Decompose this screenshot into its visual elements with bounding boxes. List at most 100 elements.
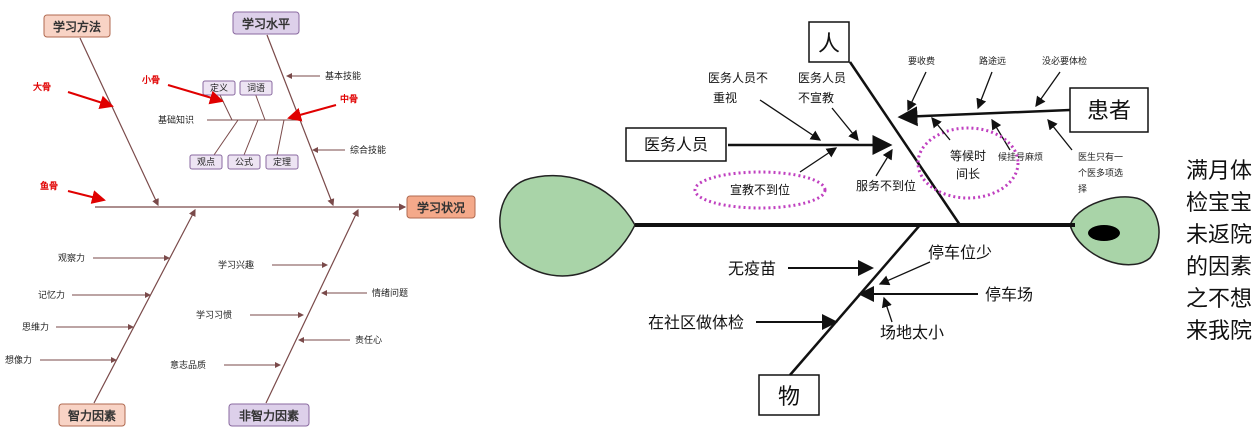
checkup-fishbone-diagram: 人 患者 医务人员 物 医务人员不 重视 医务人员 不宣教 服务不到位 宣教不到… <box>480 0 1252 430</box>
learning-fishbone-svg: 学习状况 学习方法 学习水平 智力因素 非智力因素 基本技能 综合技能 基础知识… <box>5 11 476 427</box>
annotation-arrow-small <box>167 84 224 105</box>
category-box-staff <box>625 127 727 162</box>
bone-method <box>79 37 159 207</box>
cause-combined-skill: 综合技能 <box>350 144 386 156</box>
cause-doctor-3: 择 <box>1078 183 1087 195</box>
title-line-5: 之不想 <box>1186 287 1252 312</box>
category-box-people <box>808 21 850 63</box>
category-intellect-label: 智力因素 <box>67 408 116 423</box>
cause-waiting-2: 间长 <box>956 167 980 181</box>
cause-emotion: 情绪问题 <box>372 287 408 299</box>
fish-tail <box>499 174 636 277</box>
cause-imagination: 想像力 <box>5 354 32 366</box>
bone-intellect <box>93 208 196 404</box>
cause-staff-no-edu-1: 医务人员 <box>798 70 846 85</box>
bone-nonintellect <box>265 208 359 404</box>
cause-basic-skill: 基本技能 <box>325 70 361 82</box>
cause-habit: 学习习惯 <box>196 309 232 321</box>
knowledge-label: 基础知识 <box>158 114 194 126</box>
annotation-small-bone: 小骨 <box>141 74 160 86</box>
title-line-2: 检宝宝 <box>1186 191 1252 216</box>
cause-staff-no-edu-2: 不宣教 <box>798 90 834 105</box>
cause-waiting-1: 等候时 <box>950 149 986 163</box>
knowledge-connector-formula <box>243 119 259 156</box>
knowledge-box-theorem <box>265 154 299 170</box>
knowledge-connector-define <box>218 92 233 121</box>
dotted-oval-edu <box>693 170 827 210</box>
cause-line-fee <box>907 71 927 112</box>
annotation-middle-bone: 中骨 <box>340 93 358 105</box>
cause-parking: 停车场 <box>985 285 1033 304</box>
cause-community: 在社区做体检 <box>648 313 744 332</box>
bone-patient <box>897 106 1071 127</box>
cause-fee: 要收费 <box>908 55 935 67</box>
cause-distance: 路途远 <box>979 55 1006 67</box>
title-line-6: 来我院 <box>1186 319 1252 344</box>
cause-staff-not-value-1: 医务人员不 <box>708 70 768 85</box>
knowledge-define: 定义 <box>210 82 228 94</box>
annotation-fish-bone: 鱼骨 <box>40 180 58 192</box>
cause-line-staff-no-edu <box>831 107 859 142</box>
category-box-intellect <box>58 403 126 427</box>
annotation-arrow-middle <box>287 104 337 122</box>
knowledge-box-formula <box>227 154 261 170</box>
knowledge-connector-word <box>254 92 266 121</box>
cause-no-vaccine: 无疫苗 <box>728 259 776 278</box>
dotted-oval-waiting <box>916 126 1020 200</box>
knowledge-view: 观点 <box>197 157 215 168</box>
category-patient: 患者 <box>1087 99 1131 124</box>
category-method-label: 学习方法 <box>53 19 101 34</box>
head-label: 学习状况 <box>417 200 465 215</box>
fish-eye <box>1088 225 1120 241</box>
cause-line-staff-not-value <box>759 99 822 141</box>
category-nonintellect-label: 非智力因素 <box>239 408 299 423</box>
knowledge-theorem: 定理 <box>273 156 291 168</box>
cause-line-service <box>875 148 893 177</box>
knowledge-word: 词语 <box>247 83 265 94</box>
cause-register: 候挂号麻烦 <box>998 151 1043 163</box>
cause-service: 服务不到位 <box>856 178 916 193</box>
bone-things <box>789 224 921 376</box>
cause-unnecessary: 没必要体检 <box>1042 55 1087 67</box>
knowledge-box-view <box>189 154 223 170</box>
category-box-nonintellect <box>228 403 310 427</box>
knowledge-box-word <box>239 80 273 96</box>
category-box-level <box>232 11 300 35</box>
cause-doctor-2: 个医多项选 <box>1078 167 1123 179</box>
cause-memory: 记忆力 <box>38 289 65 301</box>
knowledge-formula: 公式 <box>235 156 253 168</box>
category-people: 人 <box>818 32 840 57</box>
cause-interest: 学习兴趣 <box>218 259 254 271</box>
cause-line-unnecessary <box>1035 71 1061 108</box>
knowledge-connector-view <box>213 119 239 156</box>
cause-small-site: 场地太小 <box>880 323 944 342</box>
cause-line-small-site <box>881 296 893 323</box>
annotation-big-bone: 大骨 <box>33 81 51 93</box>
cause-line-edu <box>799 147 838 173</box>
cause-responsibility: 责任心 <box>355 334 382 346</box>
title-line-1: 满月体 <box>1186 159 1252 184</box>
category-things: 物 <box>778 385 800 410</box>
category-box-method <box>43 14 111 38</box>
cause-edu: 宣教不到位 <box>730 182 790 197</box>
annotation-arrow-big <box>67 91 114 110</box>
cause-observation: 观察力 <box>58 252 85 264</box>
title-line-3: 未返院 <box>1186 223 1252 248</box>
cause-line-waiting <box>931 116 951 141</box>
category-staff: 医务人员 <box>644 135 708 154</box>
checkup-fishbone-svg: 人 患者 医务人员 物 医务人员不 重视 医务人员 不宣教 服务不到位 宣教不到… <box>499 21 1252 416</box>
cause-will: 意志品质 <box>170 359 206 371</box>
cause-staff-not-value-2: 重视 <box>713 90 737 105</box>
head-box <box>406 195 476 219</box>
cause-parking-less: 停车位少 <box>928 243 992 262</box>
cause-doctor-1: 医生只有一 <box>1078 151 1123 163</box>
bone-people <box>848 61 962 226</box>
cause-line-distance <box>976 71 993 110</box>
cause-thinking: 思维力 <box>22 321 49 333</box>
annotation-arrow-fish <box>67 190 106 204</box>
cause-line-doctor <box>1047 118 1073 151</box>
cause-line-parking-less <box>878 261 931 286</box>
category-box-things <box>758 374 820 416</box>
title-line-4: 的因素 <box>1186 255 1252 280</box>
learning-fishbone-diagram: 学习状况 学习方法 学习水平 智力因素 非智力因素 基本技能 综合技能 基础知识… <box>0 0 480 430</box>
